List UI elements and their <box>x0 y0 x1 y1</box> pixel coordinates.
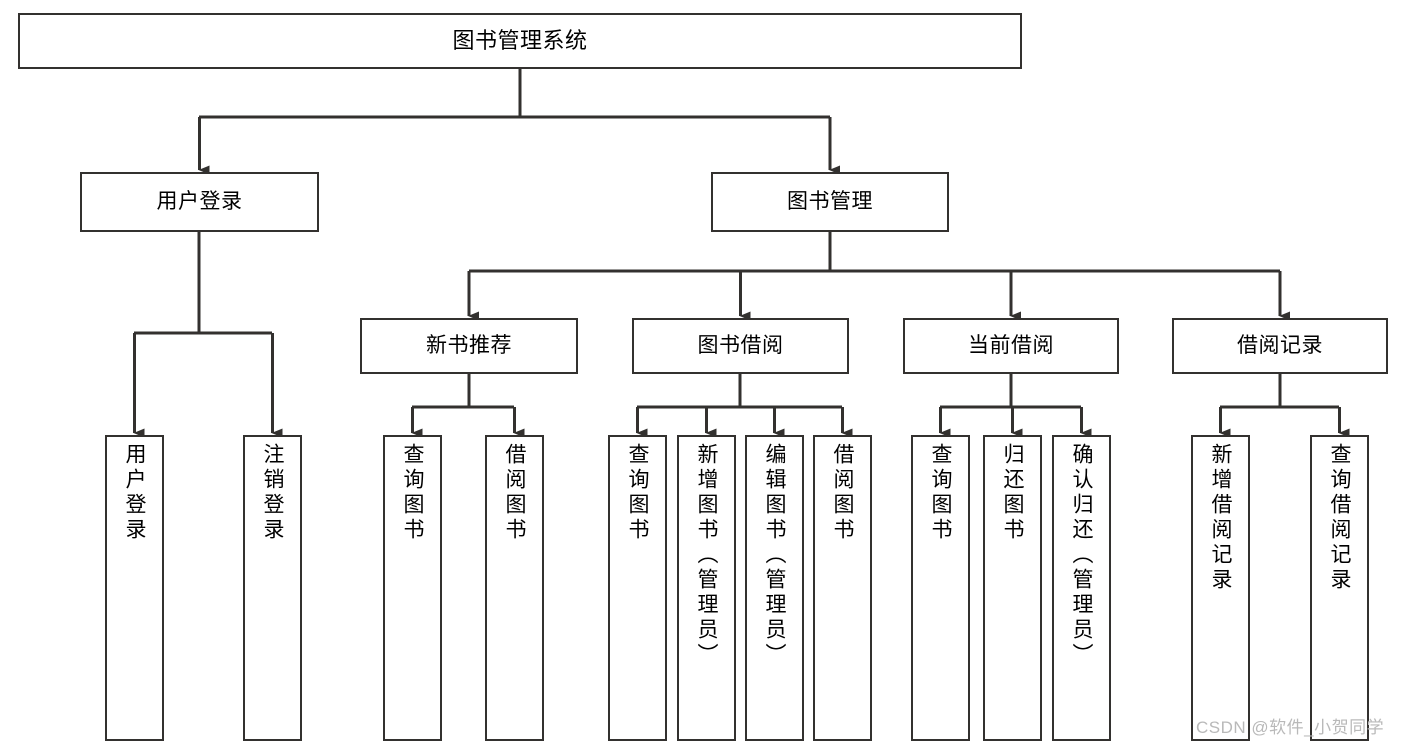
node-leaf-query-book-1[interactable]: 查询图书 <box>383 435 442 741</box>
node-leaf-edit-book[interactable]: 编辑图书（管理员） <box>745 435 804 741</box>
node-label: 借阅图书 <box>503 443 526 543</box>
node-label: 当前借阅 <box>968 334 1054 358</box>
node-label: 编辑图书（管理员） <box>763 443 786 668</box>
node-leaf-query-book-2[interactable]: 查询图书 <box>608 435 667 741</box>
node-label: 新增图书（管理员） <box>695 443 718 668</box>
node-label: 借阅记录 <box>1237 334 1323 358</box>
node-user-login[interactable]: 用户登录 <box>80 172 319 232</box>
node-leaf-user-login[interactable]: 用户登录 <box>105 435 164 741</box>
node-label: 借阅图书 <box>831 443 854 543</box>
node-book-borrow[interactable]: 图书借阅 <box>632 318 849 374</box>
node-current-borrow[interactable]: 当前借阅 <box>903 318 1119 374</box>
node-leaf-add-book[interactable]: 新增图书（管理员） <box>677 435 736 741</box>
node-label: 用户登录 <box>123 443 146 543</box>
node-label: 图书管理系统 <box>452 27 588 53</box>
node-leaf-return-book[interactable]: 归还图书 <box>983 435 1042 741</box>
node-label: 用户登录 <box>156 190 243 214</box>
node-label: 注销登录 <box>261 443 284 543</box>
node-label: 新书推荐 <box>426 334 512 358</box>
node-borrow-record[interactable]: 借阅记录 <box>1172 318 1388 374</box>
node-label: 查询图书 <box>929 443 952 543</box>
node-leaf-borrow-book-1[interactable]: 借阅图书 <box>485 435 544 741</box>
node-book-manage[interactable]: 图书管理 <box>711 172 949 232</box>
node-leaf-user-logout[interactable]: 注销登录 <box>243 435 302 741</box>
node-leaf-confirm-return[interactable]: 确认归还（管理员） <box>1052 435 1111 741</box>
node-label: 查询借阅记录 <box>1328 443 1351 593</box>
node-leaf-query-book-3[interactable]: 查询图书 <box>911 435 970 741</box>
node-new-book-rec[interactable]: 新书推荐 <box>360 318 578 374</box>
node-label: 图书管理 <box>787 190 873 214</box>
node-leaf-query-record[interactable]: 查询借阅记录 <box>1310 435 1369 741</box>
node-label: 查询图书 <box>401 443 424 543</box>
node-label: 新增借阅记录 <box>1209 443 1232 593</box>
node-label: 图书借阅 <box>697 334 784 358</box>
node-label: 查询图书 <box>626 443 649 543</box>
node-label: 归还图书 <box>1001 443 1024 543</box>
node-root[interactable]: 图书管理系统 <box>18 13 1022 69</box>
node-leaf-borrow-book-2[interactable]: 借阅图书 <box>813 435 872 741</box>
csdn-watermark: CSDN @软件_小贺同学 <box>1196 718 1385 737</box>
node-label: 确认归还（管理员） <box>1070 443 1093 668</box>
node-leaf-add-record[interactable]: 新增借阅记录 <box>1191 435 1250 741</box>
